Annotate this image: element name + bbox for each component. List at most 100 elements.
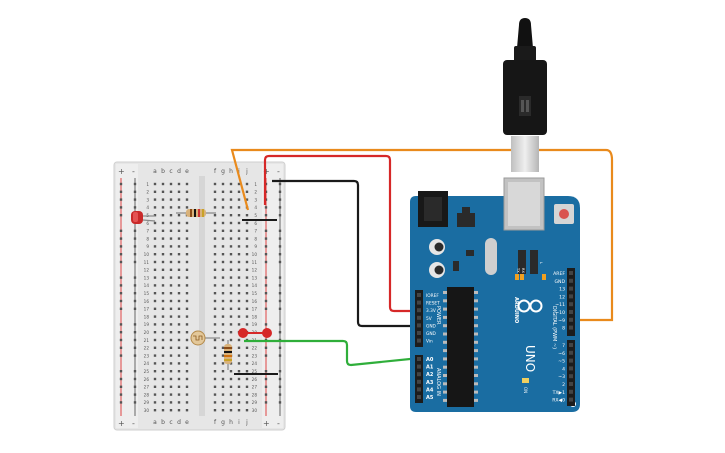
breadboard-hole[interactable]: [185, 385, 189, 388]
breadboard-hole[interactable]: [153, 237, 157, 240]
breadboard-hole[interactable]: [245, 182, 249, 186]
breadboard-hole[interactable]: [177, 260, 181, 264]
breadboard-hole[interactable]: [169, 362, 173, 365]
breadboard-hole[interactable]: [237, 206, 241, 209]
breadboard-hole[interactable]: [229, 237, 233, 240]
breadboard-hole[interactable]: [161, 245, 165, 248]
rail-hole[interactable]: [133, 307, 137, 310]
rail-hole[interactable]: [119, 260, 123, 264]
rail-hole[interactable]: [278, 393, 282, 396]
breadboard-hole[interactable]: [221, 268, 225, 271]
breadboard-hole[interactable]: [185, 393, 189, 396]
breadboard-hole[interactable]: [237, 214, 241, 217]
breadboard-hole[interactable]: [153, 221, 157, 225]
breadboard-hole[interactable]: [153, 393, 157, 396]
breadboard-hole[interactable]: [221, 245, 225, 248]
breadboard-hole[interactable]: [177, 214, 181, 217]
breadboard-hole[interactable]: [221, 237, 225, 240]
digital-header-hole[interactable]: [569, 317, 573, 322]
breadboard-hole[interactable]: [185, 268, 189, 271]
breadboard-hole[interactable]: [185, 370, 189, 373]
breadboard-hole[interactable]: [153, 299, 157, 303]
rail-hole[interactable]: [278, 354, 282, 357]
breadboard-hole[interactable]: [153, 401, 157, 404]
breadboard-hole[interactable]: [229, 401, 233, 404]
digital-header-hole[interactable]: [569, 358, 573, 363]
breadboard-hole[interactable]: [221, 346, 225, 349]
breadboard-hole[interactable]: [169, 190, 173, 193]
breadboard-hole[interactable]: [237, 346, 241, 349]
breadboard-hole[interactable]: [161, 292, 165, 295]
breadboard-hole[interactable]: [229, 268, 233, 271]
breadboard-hole[interactable]: [221, 229, 225, 232]
breadboard-hole[interactable]: [237, 338, 241, 342]
breadboard-hole[interactable]: [245, 385, 249, 388]
digital-header-hole[interactable]: [569, 374, 573, 379]
breadboard-hole[interactable]: [161, 401, 165, 404]
rail-hole[interactable]: [264, 354, 268, 357]
breadboard-hole[interactable]: [213, 315, 217, 318]
breadboard-hole[interactable]: [161, 253, 165, 256]
rail-hole[interactable]: [264, 237, 268, 240]
rail-hole[interactable]: [264, 214, 268, 217]
breadboard-hole[interactable]: [185, 401, 189, 404]
rail-hole[interactable]: [264, 307, 268, 310]
breadboard-hole[interactable]: [177, 245, 181, 248]
breadboard-hole[interactable]: [213, 299, 217, 303]
breadboard-hole[interactable]: [185, 346, 189, 349]
rail-hole[interactable]: [278, 229, 282, 232]
breadboard-hole[interactable]: [229, 292, 233, 295]
rail-hole[interactable]: [133, 331, 137, 334]
breadboard-hole[interactable]: [245, 190, 249, 193]
breadboard-hole[interactable]: [153, 323, 157, 326]
breadboard-hole[interactable]: [229, 362, 233, 365]
breadboard-hole[interactable]: [221, 182, 225, 186]
breadboard-hole[interactable]: [161, 276, 165, 279]
digital-header-hole[interactable]: [569, 397, 573, 402]
rail-hole[interactable]: [133, 338, 137, 342]
photoresistor[interactable]: [190, 330, 220, 346]
breadboard-hole[interactable]: [237, 253, 241, 256]
breadboard-hole[interactable]: [169, 182, 173, 186]
rail-hole[interactable]: [133, 245, 137, 248]
rail-hole[interactable]: [278, 253, 282, 256]
rail-hole[interactable]: [119, 331, 123, 334]
rail-hole[interactable]: [119, 206, 123, 209]
breadboard-hole[interactable]: [153, 385, 157, 388]
breadboard-hole[interactable]: [245, 284, 249, 287]
power-header-hole[interactable]: [417, 323, 421, 328]
breadboard-hole[interactable]: [153, 307, 157, 310]
breadboard-hole[interactable]: [221, 253, 225, 256]
breadboard-hole[interactable]: [237, 229, 241, 232]
rail-hole[interactable]: [133, 354, 137, 357]
breadboard-hole[interactable]: [185, 377, 189, 381]
digital-header-hole[interactable]: [569, 343, 573, 347]
usb-cable[interactable]: [503, 18, 547, 172]
breadboard-hole[interactable]: [245, 409, 249, 412]
digital-header-hole[interactable]: [569, 325, 573, 330]
breadboard-hole[interactable]: [185, 331, 189, 334]
breadboard-hole[interactable]: [245, 307, 249, 310]
breadboard-hole[interactable]: [177, 409, 181, 412]
breadboard-hole[interactable]: [169, 315, 173, 318]
rail-hole[interactable]: [133, 377, 137, 381]
rail-hole[interactable]: [119, 385, 123, 388]
breadboard-hole[interactable]: [169, 253, 173, 256]
breadboard-hole[interactable]: [185, 338, 189, 342]
breadboard-hole[interactable]: [177, 198, 181, 201]
breadboard-hole[interactable]: [153, 346, 157, 349]
breadboard-hole[interactable]: [177, 307, 181, 310]
breadboard-hole[interactable]: [213, 206, 217, 209]
digital-header-hole[interactable]: [569, 302, 573, 307]
breadboard-hole[interactable]: [213, 370, 217, 373]
breadboard-hole[interactable]: [161, 206, 165, 209]
rail-hole[interactable]: [278, 370, 282, 373]
analog-header-hole[interactable]: [417, 372, 421, 377]
analog-header-hole[interactable]: [417, 387, 421, 392]
breadboard-hole[interactable]: [229, 307, 233, 310]
breadboard-hole[interactable]: [161, 198, 165, 201]
breadboard-hole[interactable]: [221, 299, 225, 303]
breadboard-hole[interactable]: [169, 323, 173, 326]
breadboard-hole[interactable]: [245, 237, 249, 240]
breadboard-hole[interactable]: [213, 221, 217, 225]
